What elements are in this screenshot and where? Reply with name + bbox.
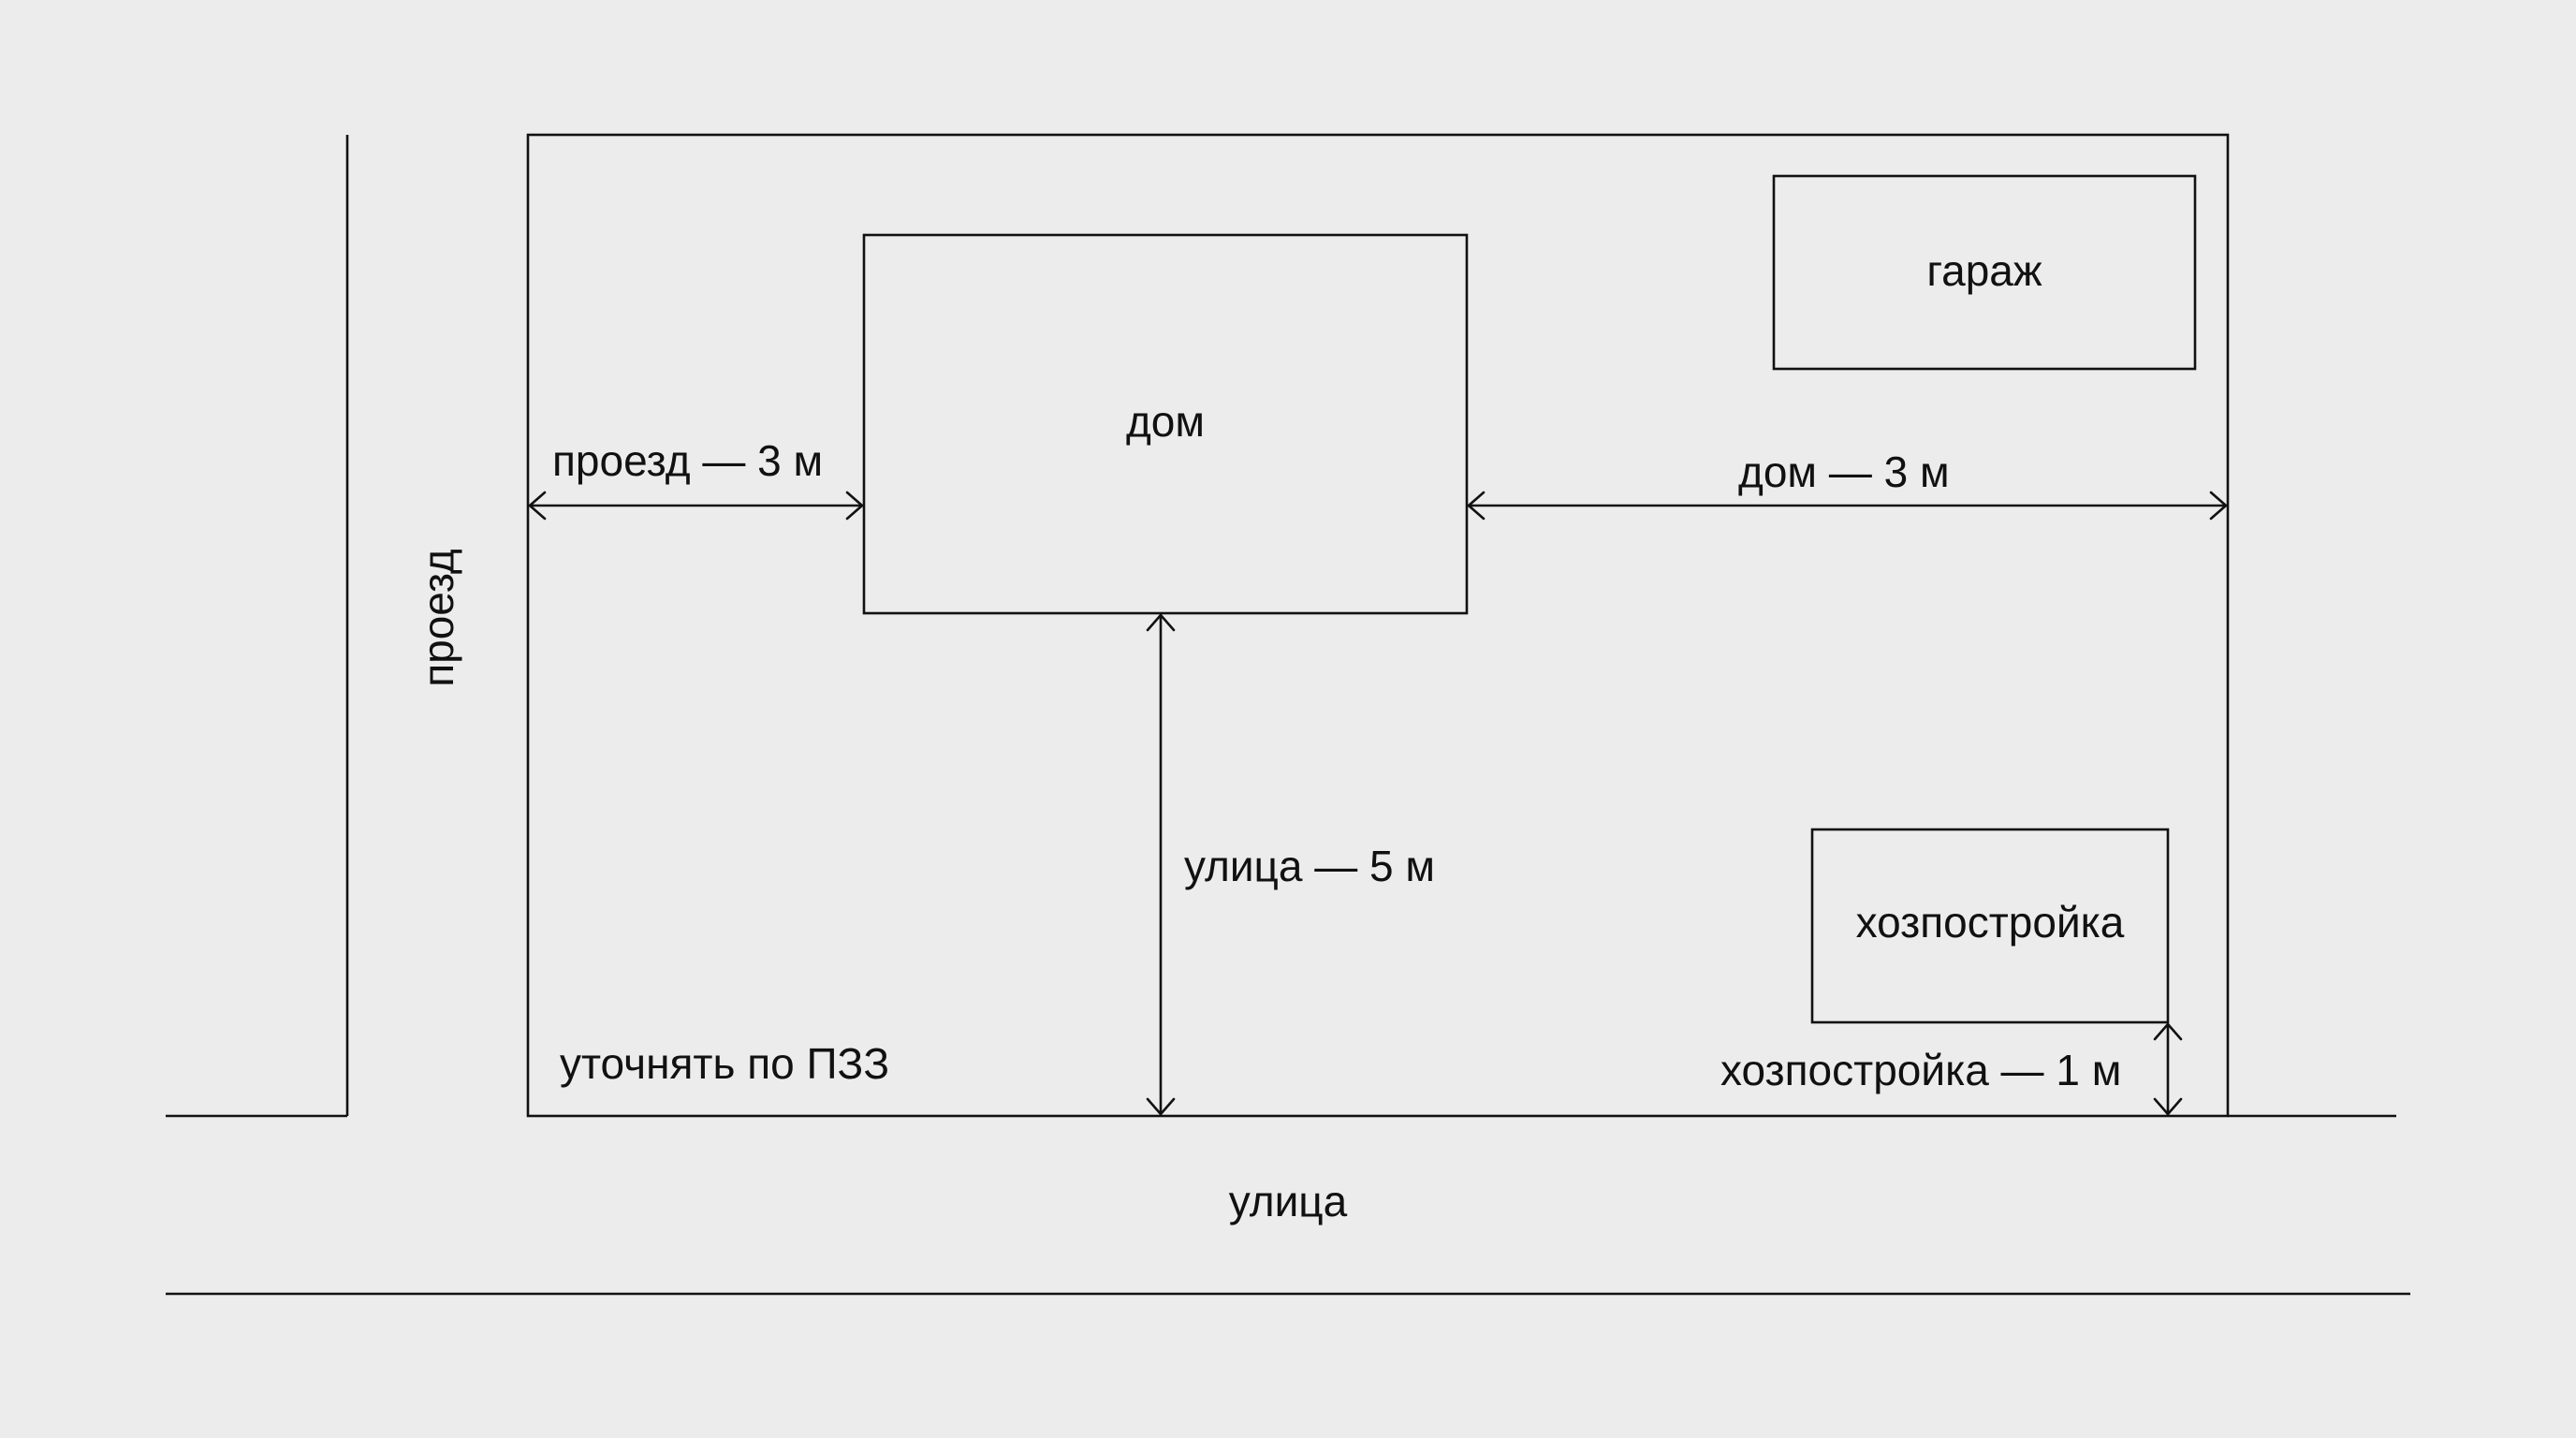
house-label: дом bbox=[1126, 397, 1205, 446]
dimension-street-label: улица — 5 м bbox=[1184, 842, 1435, 890]
outbuilding-label: хозпостройка bbox=[1856, 898, 2125, 946]
driveway-label: проезд bbox=[414, 549, 462, 687]
dimension-house bbox=[1467, 491, 2228, 521]
dimension-driveway bbox=[528, 491, 864, 521]
garage-box bbox=[1772, 174, 2197, 371]
lot-boundary bbox=[526, 133, 2230, 1118]
outbuilding-box bbox=[1810, 828, 2170, 1024]
dimension-outbuilding bbox=[2153, 1022, 2183, 1116]
garage-label: гараж bbox=[1926, 246, 2042, 295]
dimension-outbuilding-label: хозпостройка — 1 м bbox=[1720, 1046, 2121, 1094]
street-label: улица bbox=[1229, 1177, 1348, 1225]
dimension-driveway-label: проезд — 3 м bbox=[552, 436, 823, 485]
dimension-street bbox=[1146, 613, 1176, 1116]
note-label: уточнять по ПЗЗ bbox=[560, 1039, 889, 1088]
dimension-house-label: дом — 3 м bbox=[1738, 448, 1950, 496]
house-box bbox=[862, 233, 1469, 615]
